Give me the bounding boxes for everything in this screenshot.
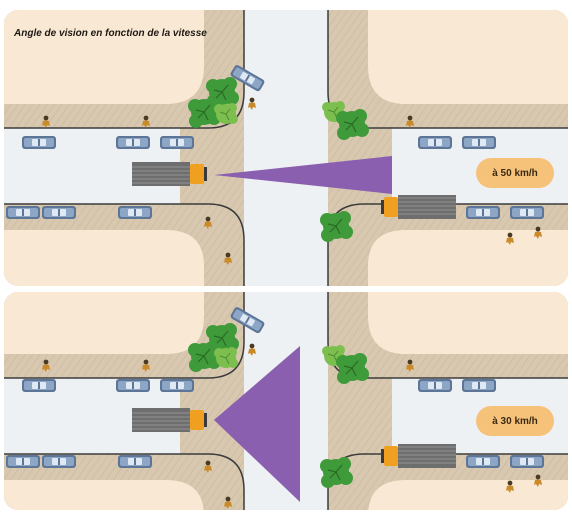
car-icon [116,379,150,392]
vision-cone [214,156,392,194]
car-icon [510,455,544,468]
diagram-title: Angle de vision en fonction de la vitess… [14,28,207,39]
truck-icon [131,161,208,187]
car-icon [6,455,40,468]
tree-icon [319,456,354,489]
car-icon [42,206,76,219]
panel-50kmh [4,10,568,286]
tree-icon [335,108,370,141]
car-icon [22,136,56,149]
car-icon [466,455,500,468]
speed-badge: à 50 km/h [476,158,554,188]
car-icon [116,136,150,149]
car-icon [418,379,452,392]
car-icon [118,455,152,468]
car-icon [160,136,194,149]
car-icon [22,379,56,392]
car-icon [160,379,194,392]
vision-cone [214,346,300,502]
car-icon [462,379,496,392]
truck-icon [131,407,208,433]
car-icon [418,136,452,149]
car-icon [6,206,40,219]
tree-icon [319,210,354,243]
truck-icon [380,194,457,220]
speed-badge: à 30 km/h [476,406,554,436]
panel-30kmh [4,292,568,510]
truck-icon [380,443,457,469]
car-icon [118,206,152,219]
car-icon [510,206,544,219]
tree-icon [335,352,370,385]
car-icon [42,455,76,468]
car-icon [466,206,500,219]
car-icon [462,136,496,149]
